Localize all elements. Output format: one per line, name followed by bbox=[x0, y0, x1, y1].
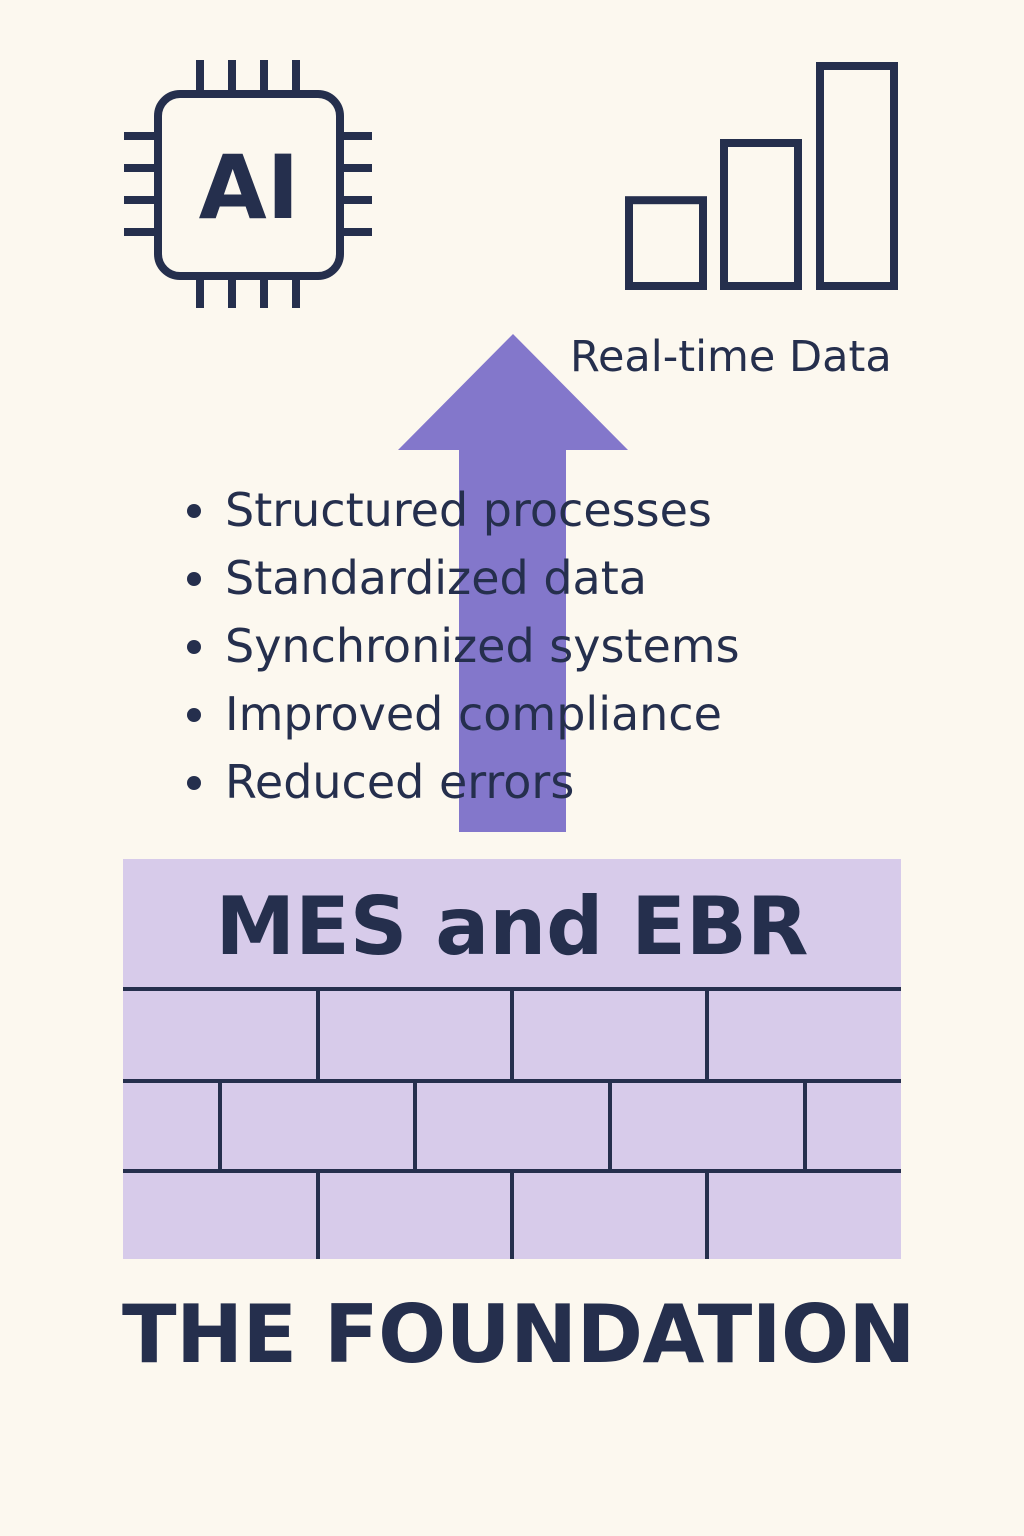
foundation-title: MES and EBR bbox=[215, 880, 809, 973]
list-item: Structured processes bbox=[180, 476, 740, 544]
foundation-block: MES and EBR bbox=[123, 859, 901, 1259]
footer-title: THE FOUNDATION bbox=[122, 1288, 916, 1381]
list-item: Improved compliance bbox=[180, 680, 740, 748]
ai-chip-icon: AI bbox=[124, 60, 372, 308]
chart-bar bbox=[625, 196, 707, 290]
ai-chip-label: AI bbox=[199, 136, 300, 239]
list-item: Standardized data bbox=[180, 544, 740, 612]
benefits-list: Structured processes Standardized data S… bbox=[180, 476, 740, 816]
chart-label: Real-time Data bbox=[570, 332, 892, 382]
list-item: Synchronized systems bbox=[180, 612, 740, 680]
brick-wall bbox=[123, 987, 901, 1259]
bar-chart-icon bbox=[625, 62, 898, 290]
up-arrow-icon bbox=[398, 334, 628, 832]
list-item: Reduced errors bbox=[180, 748, 740, 816]
chart-bar bbox=[720, 139, 802, 290]
chart-bar bbox=[816, 62, 898, 290]
